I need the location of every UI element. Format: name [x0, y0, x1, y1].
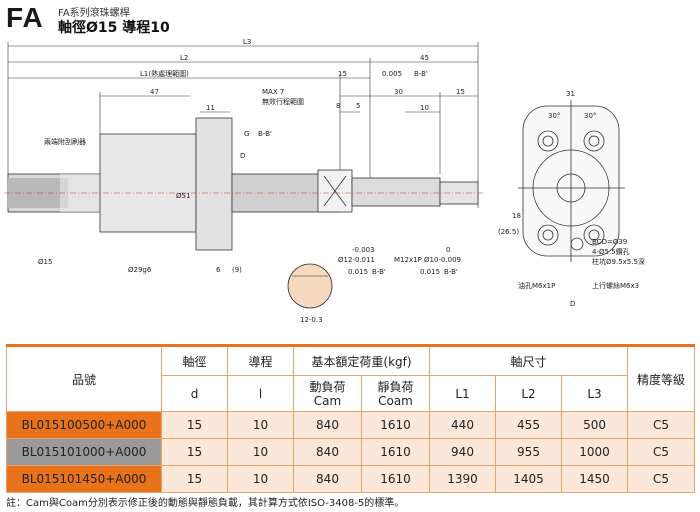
dim-30: 30 [394, 88, 403, 96]
model-code: BL015101000+A000 [6, 438, 162, 466]
cell-cam: 840 [293, 465, 362, 493]
tol-runout-c-ref: B-B' [444, 268, 458, 276]
cell-l: 10 [227, 411, 294, 439]
page-header: FA FA系列滾珠螺桿 軸徑Ø15 導程10 [0, 0, 700, 40]
cell-l: 10 [227, 465, 294, 493]
dim-15b: 15 [456, 88, 465, 96]
angle-30-left: 30° [548, 112, 560, 120]
cell-cam: 840 [293, 411, 362, 439]
header-l2: L2 [495, 375, 562, 412]
dim-l3: L3 [243, 38, 251, 46]
footnote: 註：Cam與Coam分別表示修正後的動態與靜態負載，其計算方式依ISO-3408… [6, 498, 405, 509]
cell-l1: 440 [429, 411, 496, 439]
dim-47: 47 [150, 88, 159, 96]
page-title: 軸徑Ø15 導程10 [58, 20, 170, 36]
dim-m12: M12x1P [394, 256, 422, 264]
header-l: l [227, 375, 294, 412]
dim-dia15: Ø15 [38, 258, 52, 266]
dim-265: (26.5) [498, 228, 519, 236]
header-load: 基本額定荷重(kgf) [293, 344, 430, 376]
cell-cam: 840 [293, 438, 362, 466]
header-grade: 精度等級 [627, 344, 696, 412]
cell-l: 10 [227, 438, 294, 466]
header-d: d [161, 375, 228, 412]
gtol-g: G [244, 130, 249, 138]
cell-l3: 1450 [560, 465, 629, 493]
header-shaft: 軸徑 [161, 344, 228, 376]
dim-45: 45 [420, 54, 429, 62]
cell-coam: 1610 [361, 438, 430, 466]
dim-8: 8 [336, 102, 340, 110]
dim-minus003: -0.003 [352, 246, 375, 254]
dim-dia51: Ø51 [176, 192, 190, 200]
tol-runout-a-ref: B-B' [414, 70, 428, 78]
cell-l2: 955 [495, 438, 562, 466]
header-l1: L1 [429, 375, 496, 412]
model-code: BL015100500+A000 [6, 411, 162, 439]
header-cam: 動負荷 Cam [293, 375, 362, 412]
dim-l1: L1(熱處理範圍) [140, 69, 189, 78]
cell-grade: C5 [627, 411, 696, 439]
tol-runout-a: 0.005 [382, 70, 402, 78]
cell-l2: 1405 [495, 465, 562, 493]
header-model: 品號 [6, 344, 162, 412]
table-row: BL015101450+A000 15 10 840 1610 1390 140… [6, 465, 696, 493]
technical-drawing: L3 L2 45 L1(熱處理範圍) 15 0.005 B-B' 47 MAX … [4, 38, 645, 324]
tol-runout-b: 0.015 [348, 268, 368, 276]
cell-l1: 1390 [429, 465, 496, 493]
header-l3: L3 [560, 375, 629, 412]
cell-l2: 455 [495, 411, 562, 439]
series-name: FA系列滾珠螺桿 [58, 8, 130, 19]
holes-label: 4-Ø5.5鑽孔 [592, 247, 630, 256]
oil-hole-label: 油孔M6x1P [518, 281, 555, 290]
cell-d: 15 [161, 465, 228, 493]
free-stroke-label: 無效行程範圍 [262, 97, 304, 106]
header-dims: 軸尺寸 [428, 344, 629, 376]
cell-l3: 1000 [560, 438, 629, 466]
cell-grade: C5 [627, 465, 696, 493]
table-row: BL015101000+A000 15 10 840 1610 940 955 … [6, 438, 696, 466]
angle-30-right: 30° [584, 112, 596, 120]
dim-18: 18 [512, 212, 521, 220]
dim-10: 10 [420, 104, 429, 112]
tap-label: 上行螺絲M6x3 [592, 281, 639, 290]
series-code: FA [6, 2, 44, 33]
cell-l1: 940 [429, 438, 496, 466]
header-lead: 導程 [227, 344, 294, 376]
tol-runout-b-ref: B-B' [372, 268, 386, 276]
dim-0: 0 [446, 246, 450, 254]
dim-max7: MAX 7 [262, 88, 284, 96]
dim-dia12: Ø12-0.011 [338, 256, 375, 264]
dim-dia10: Ø10-0.009 [424, 256, 461, 264]
cross-section-d: D [240, 152, 245, 160]
view-d-label: D [570, 300, 575, 308]
dim-5: 5 [356, 102, 360, 110]
table-row: BL015100500+A000 15 10 840 1610 440 455 … [6, 411, 696, 439]
counterbore-label: 柱坑Ø9.5x5.5深 [592, 257, 645, 266]
cell-coam: 1610 [361, 465, 430, 493]
dim-15a: 15 [338, 70, 347, 78]
dim-l2: L2 [180, 54, 188, 62]
cell-d: 15 [161, 438, 228, 466]
cell-d: 15 [161, 411, 228, 439]
header-coam: 靜負荷 Coam [361, 375, 430, 412]
wiper-label: 兩端附刮刷器 [44, 137, 86, 146]
spec-table: 品號 軸徑 導程 基本額定荷重(kgf) 軸尺寸 精度等級 d l 動負荷 Ca… [6, 344, 696, 493]
cell-l3: 500 [560, 411, 629, 439]
cell-coam: 1610 [361, 411, 430, 439]
dim-dia29: Ø29g6 [128, 266, 152, 274]
model-code: BL015101450+A000 [6, 465, 162, 493]
tol-runout-c: 0.015 [420, 268, 440, 276]
dim-9: (9) [232, 266, 242, 274]
dim-11: 11 [206, 104, 215, 112]
bcd-label: BCD=Ø39 [592, 238, 627, 246]
keyway-dim: 12-0.3 [300, 316, 323, 324]
dim-31: 31 [566, 90, 575, 98]
dim-6: 6 [216, 266, 221, 274]
cell-grade: C5 [627, 438, 696, 466]
gtol-ref: B-B' [258, 130, 272, 138]
